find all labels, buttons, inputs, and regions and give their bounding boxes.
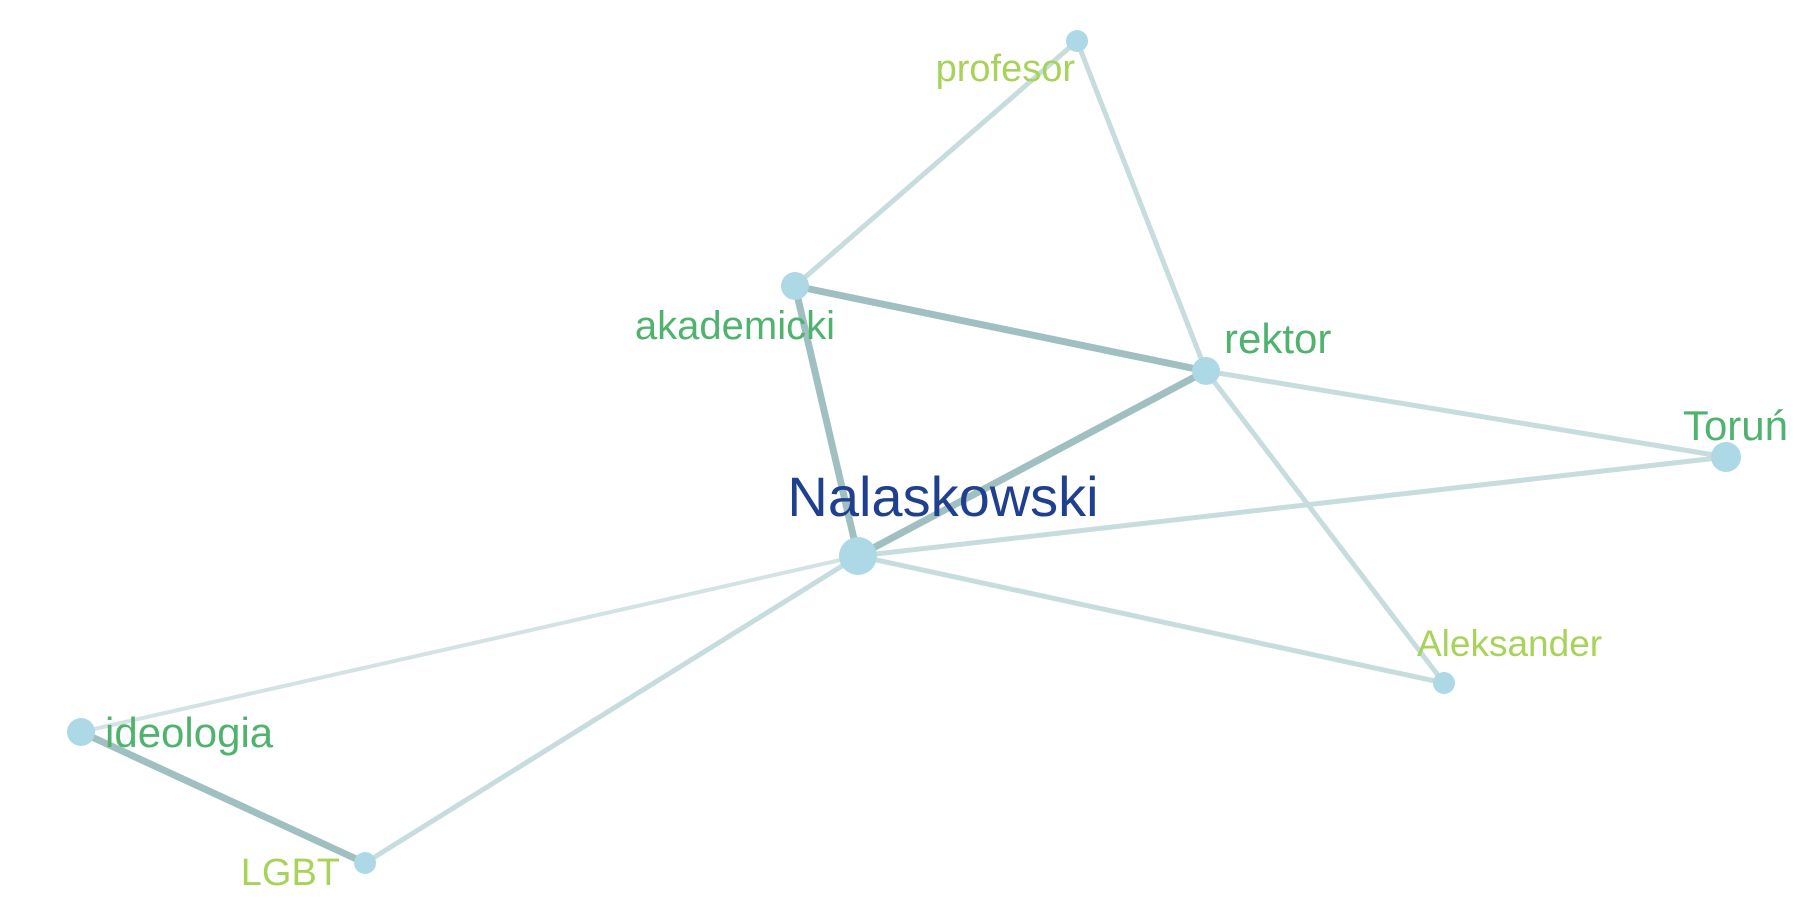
node-profesor (1066, 30, 1088, 52)
node-label-aleksander: Aleksander (1417, 623, 1602, 664)
node-akademicki (781, 272, 809, 300)
node-label-akademicki: akademicki (635, 304, 835, 348)
edge-rektor-aleksander (1203, 368, 1447, 686)
labels-layer: profesor akademicki rektorToruńNalaskowski… (105, 48, 1788, 894)
node-label-profesor: profesor (936, 48, 1076, 90)
edge-nalaskowski-aleksander (855, 553, 1447, 686)
node-rektor (1192, 357, 1220, 385)
node-label-torun: Toruń (1683, 402, 1788, 449)
edge-nalaskowski-ideologia (79, 554, 860, 734)
node-label-nalaskowski: Nalaskowski (787, 465, 1098, 528)
edge-nalaskowski-lgbt (362, 553, 861, 866)
edge-profesor-rektor (1074, 38, 1209, 374)
edges-layer (77, 38, 1729, 867)
node-aleksander (1433, 672, 1455, 694)
nodes-layer (67, 30, 1741, 874)
node-ideologia (67, 718, 95, 746)
edge-rektor-torun (1203, 368, 1729, 460)
node-label-rektor: rektor (1224, 315, 1331, 362)
edge-akademicki-nalaskowski (791, 282, 862, 560)
node-label-ideologia: ideologia (105, 709, 274, 756)
node-label-lgbt: LGBT (241, 852, 340, 894)
edge-ideologia-lgbt (77, 728, 369, 867)
node-torun (1711, 442, 1741, 472)
node-lgbt (354, 852, 376, 874)
edge-profesor-akademicki (792, 38, 1080, 289)
edge-akademicki-rektor (791, 282, 1210, 375)
node-nalaskowski (839, 537, 877, 575)
edge-nalaskowski-torun (855, 454, 1729, 559)
edge-rektor-nalaskowski (854, 367, 1210, 560)
